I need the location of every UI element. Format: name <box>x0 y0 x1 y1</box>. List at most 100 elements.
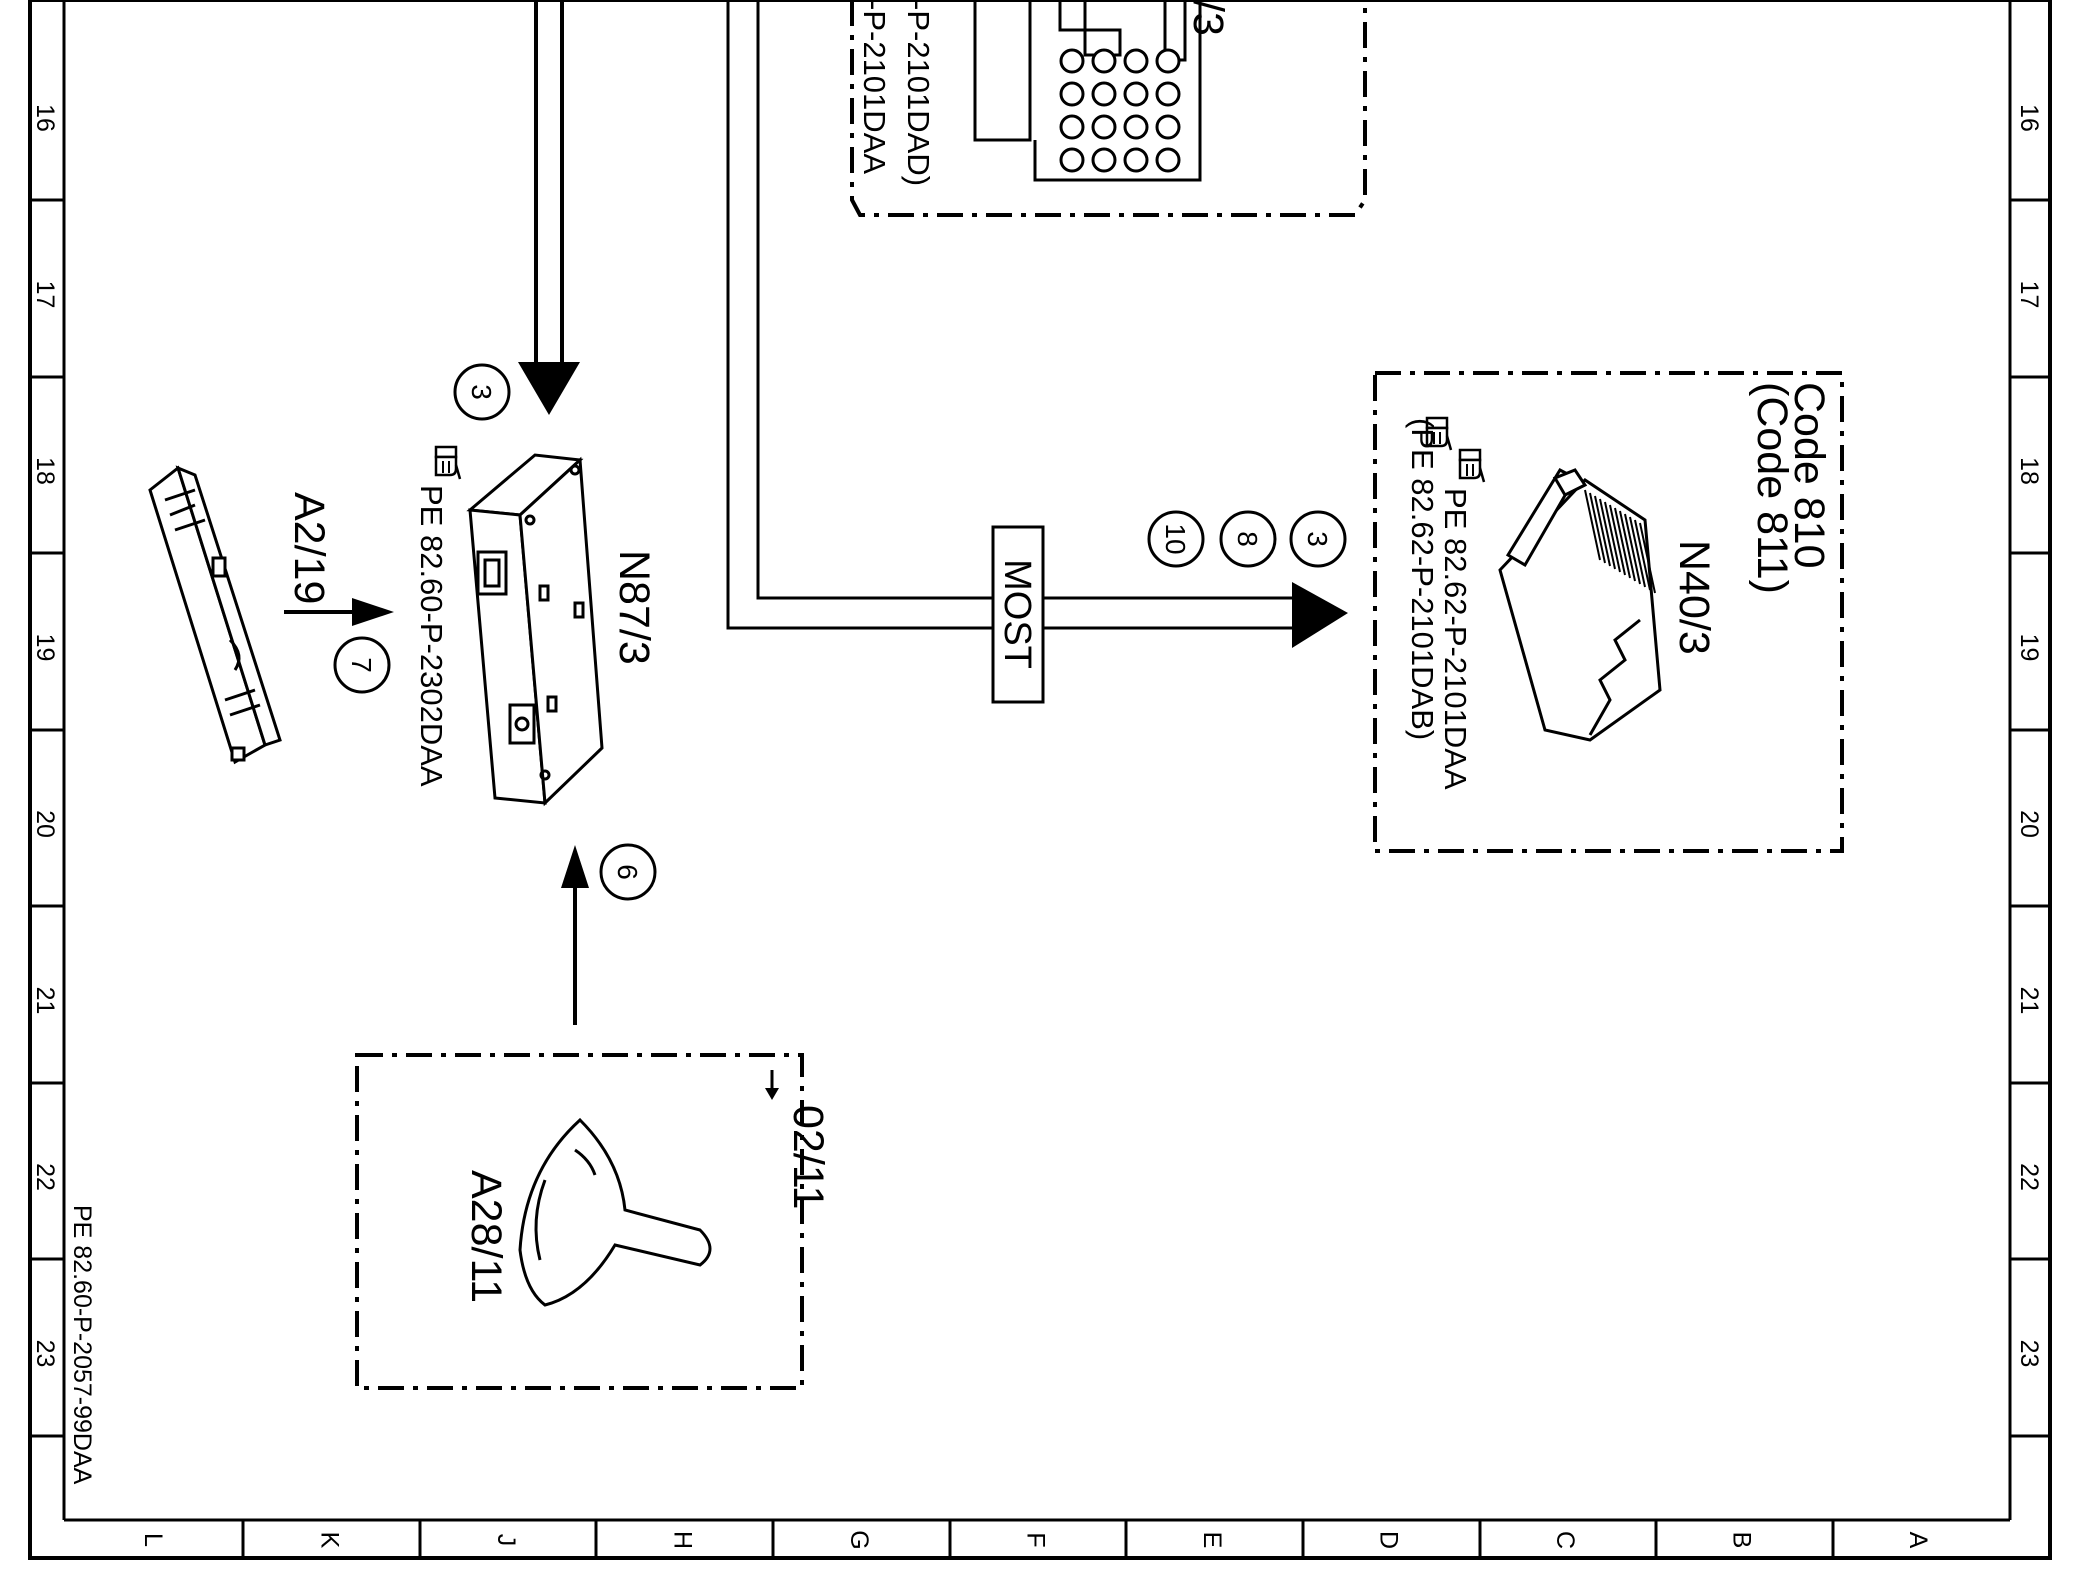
marker-10 <box>1147 510 1205 568</box>
most-label: MOST <box>996 559 1038 669</box>
most-arrow-right <box>1292 582 1348 648</box>
n40-3-code-alt: (Code 811) <box>1748 382 1796 594</box>
row-label: 23 <box>2015 1340 2043 1368</box>
connector-fin <box>1614 507 1631 579</box>
hand-pointer-icon <box>434 445 462 481</box>
outer-frame <box>28 0 2052 1560</box>
top-component-ref1: -P-2101DAA <box>857 0 892 174</box>
document-id: PE 82.60-P-2057-99DAA <box>68 1205 96 1485</box>
row-label: 22 <box>31 1163 59 1191</box>
row-label: 19 <box>2015 634 2043 662</box>
column-label: C <box>1551 1531 1579 1549</box>
pin-hole <box>1155 114 1181 140</box>
top-component-pin-grid <box>1059 48 1181 173</box>
column-label: H <box>669 1531 697 1549</box>
connector-fin <box>1599 498 1616 570</box>
n40-3-connector-drawing <box>1498 468 1662 742</box>
row-label: 21 <box>2015 987 2043 1015</box>
row-label: 20 <box>2015 810 2043 838</box>
row-label: 23 <box>31 1340 59 1368</box>
marker-3-most <box>1289 510 1347 568</box>
row-label: 17 <box>31 281 59 309</box>
row-label: 17 <box>2015 281 2043 309</box>
bus-arrow-down <box>518 362 580 415</box>
connector-fin <box>1594 495 1611 567</box>
column-label: J <box>492 1534 520 1547</box>
n87-3-module-drawing <box>466 453 604 807</box>
a28-11-name: A28/11 <box>462 1170 510 1303</box>
marker-7-label: 7 <box>346 657 377 673</box>
marker-6-label: 6 <box>612 864 643 880</box>
row-label: 16 <box>2015 104 2043 132</box>
column-ticks <box>241 1520 1835 1558</box>
marker-7 <box>333 636 391 694</box>
pin-hole <box>1155 48 1181 74</box>
marker-6 <box>599 843 657 901</box>
marker-10-label: 10 <box>1160 523 1191 554</box>
marker-8 <box>1219 510 1277 568</box>
connector-fin <box>1629 516 1646 588</box>
connector-fin <box>1584 489 1601 561</box>
pin-hole <box>1123 48 1149 74</box>
row-label: 18 <box>2015 457 2043 485</box>
n40-3-reference: PE 82.62-P-2101DAA <box>1438 488 1473 790</box>
column-label: B <box>1728 1532 1756 1549</box>
n40-3-box <box>1373 371 1844 853</box>
column-label: A <box>1904 1532 1932 1549</box>
column-label: K <box>316 1532 344 1549</box>
marker-8-label: 8 <box>1232 531 1263 547</box>
marker-3-top <box>453 363 511 421</box>
row-label: 16 <box>31 104 59 132</box>
row-label: 20 <box>31 810 59 838</box>
n40-3-reference-alt: (PE 82.62-P-2101DAB) <box>1405 418 1440 740</box>
most-line-outer <box>726 0 1300 630</box>
column-label: G <box>845 1530 873 1549</box>
n87-3-reference: PE 82.60-P-2302DAA <box>414 485 449 787</box>
pin-hole <box>1091 147 1117 173</box>
pin-hole <box>1059 147 1085 173</box>
row-labels-left: 16 17 18 19 20 21 22 23 <box>31 104 59 1367</box>
connector-fin <box>1639 522 1656 594</box>
column-label: E <box>1198 1532 1226 1549</box>
a2-19-arrow-head <box>352 598 394 626</box>
pin-hole <box>1091 48 1117 74</box>
connector-fin <box>1609 504 1626 576</box>
a28-11-box <box>355 1053 804 1390</box>
row-label: 19 <box>31 634 59 662</box>
pin-hole <box>1091 81 1117 107</box>
column-label: F <box>1022 1532 1050 1547</box>
marker-3-top-label: 3 <box>466 384 497 400</box>
a2-19-name: A2/19 <box>285 492 333 604</box>
pin-hole <box>1123 114 1149 140</box>
pin-hole <box>1155 147 1181 173</box>
a28-11-ref-label: 02/11 <box>784 1105 832 1209</box>
pin-hole <box>1091 114 1117 140</box>
pin-hole <box>1059 114 1085 140</box>
pin-hole <box>1059 81 1085 107</box>
row-label: 18 <box>31 457 59 485</box>
top-component-ref2: -P-2101DAD) <box>901 0 936 186</box>
row-labels-right: 16 17 18 19 20 21 22 23 <box>2015 104 2043 1367</box>
connector-fin <box>1589 492 1606 564</box>
connector-fin <box>1604 501 1621 573</box>
a2-19-sensor-drawing <box>148 465 282 765</box>
n40-3-name: N40/3 <box>1670 540 1718 655</box>
pin-hole <box>1155 81 1181 107</box>
column-label: D <box>1375 1531 1403 1549</box>
top-component-name: /3 <box>1184 0 1232 36</box>
connector-fin <box>1624 513 1641 585</box>
row-label: 22 <box>2015 1163 2043 1191</box>
hand-pointer-icon <box>1458 448 1486 484</box>
n87-3-name: N87/3 <box>610 550 658 665</box>
marker-3-most-label: 3 <box>1302 531 1333 547</box>
pin-hole <box>1123 81 1149 107</box>
n40-3-code: Code 810 <box>1785 382 1833 569</box>
pin-hole <box>1123 147 1149 173</box>
most-line-inner <box>756 0 1300 600</box>
a28-11-ref-arrow-head <box>765 1088 779 1100</box>
connector-fin <box>1634 519 1651 591</box>
row-label: 21 <box>31 987 59 1015</box>
top-component-box <box>850 0 1367 217</box>
